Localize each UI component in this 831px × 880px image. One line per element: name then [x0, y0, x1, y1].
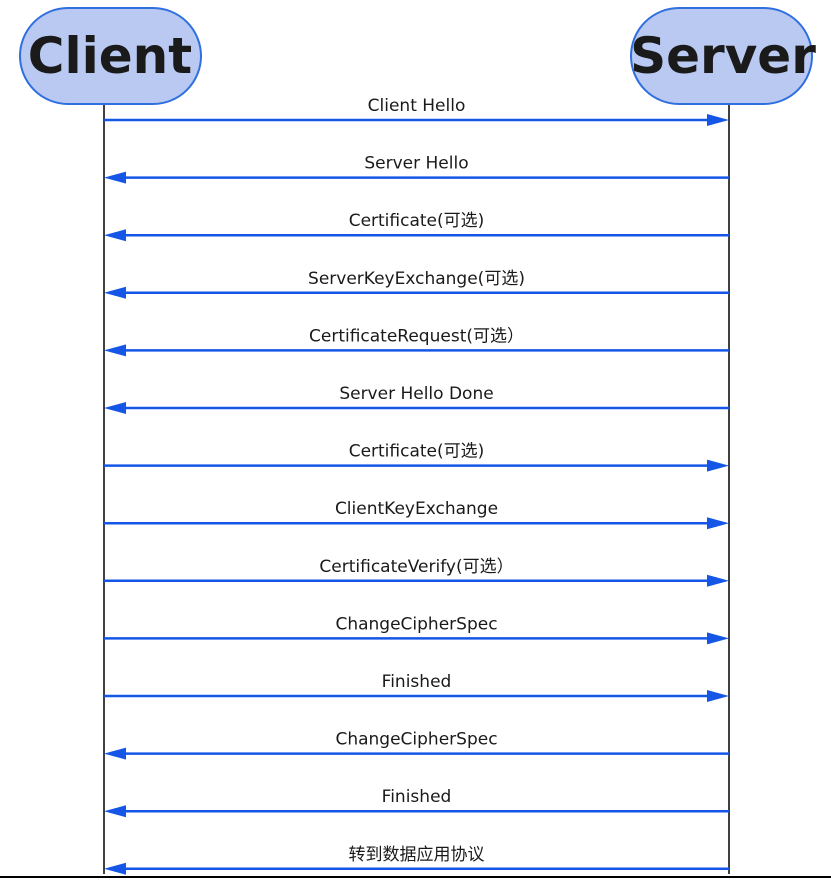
- server-actor-label: Server: [630, 27, 816, 85]
- arrowhead-right-icon: [707, 574, 729, 587]
- arrowhead-right-icon: [707, 690, 729, 702]
- client-actor: Client: [19, 7, 202, 105]
- message-14: 转到数据应用协议: [104, 845, 729, 875]
- arrowhead-left-icon: [104, 229, 126, 242]
- server-actor: Server: [630, 7, 816, 105]
- message-label: Finished: [382, 787, 452, 807]
- arrowhead-left-icon: [104, 286, 126, 299]
- arrowhead-left-icon: [104, 862, 126, 875]
- message-label: CertificateVerify(可选）: [319, 557, 513, 577]
- message-label: Server Hello Done: [339, 384, 493, 404]
- message-label: ChangeCipherSpec: [335, 730, 497, 750]
- message-label: ClientKeyExchange: [335, 499, 498, 519]
- arrowhead-right-icon: [707, 632, 729, 645]
- message-label: Certificate(可选): [349, 442, 485, 462]
- arrowhead-left-icon: [104, 747, 126, 760]
- client-actor-label: Client: [28, 27, 192, 85]
- message-label: Server Hello: [364, 154, 468, 174]
- message-2: Server Hello: [104, 154, 729, 184]
- message-label: Certificate(可选): [349, 211, 485, 231]
- arrowhead-right-icon: [707, 459, 729, 472]
- message-4: ServerKeyExchange(可选): [104, 269, 729, 299]
- message-8: ClientKeyExchange: [104, 499, 729, 530]
- message-label: Finished: [382, 672, 452, 692]
- message-label: ChangeCipherSpec: [335, 614, 497, 634]
- message-label: 转到数据应用协议: [349, 845, 485, 865]
- arrowhead-left-icon: [104, 402, 126, 414]
- message-7: Certificate(可选): [104, 442, 729, 472]
- arrowhead-left-icon: [104, 171, 126, 184]
- message-label: Client Hello: [368, 96, 466, 116]
- arrowhead-left-icon: [104, 805, 126, 818]
- message-5: CertificateRequest(可选）: [104, 326, 729, 357]
- message-11: Finished: [104, 672, 729, 702]
- message-10: ChangeCipherSpec: [104, 614, 729, 645]
- arrowhead-right-icon: [707, 114, 729, 126]
- arrowhead-left-icon: [104, 344, 126, 357]
- message-label: ServerKeyExchange(可选): [308, 269, 525, 289]
- message-6: Server Hello Done: [104, 384, 729, 414]
- message-12: ChangeCipherSpec: [104, 730, 729, 760]
- arrowhead-right-icon: [707, 517, 729, 530]
- message-3: Certificate(可选): [104, 211, 729, 242]
- server-actor-box: [630, 7, 813, 105]
- client-actor-box: [19, 7, 202, 105]
- message-1: Client Hello: [104, 96, 729, 126]
- message-13: Finished: [104, 787, 729, 818]
- message-9: CertificateVerify(可选）: [104, 557, 729, 587]
- message-label: CertificateRequest(可选）: [309, 326, 524, 346]
